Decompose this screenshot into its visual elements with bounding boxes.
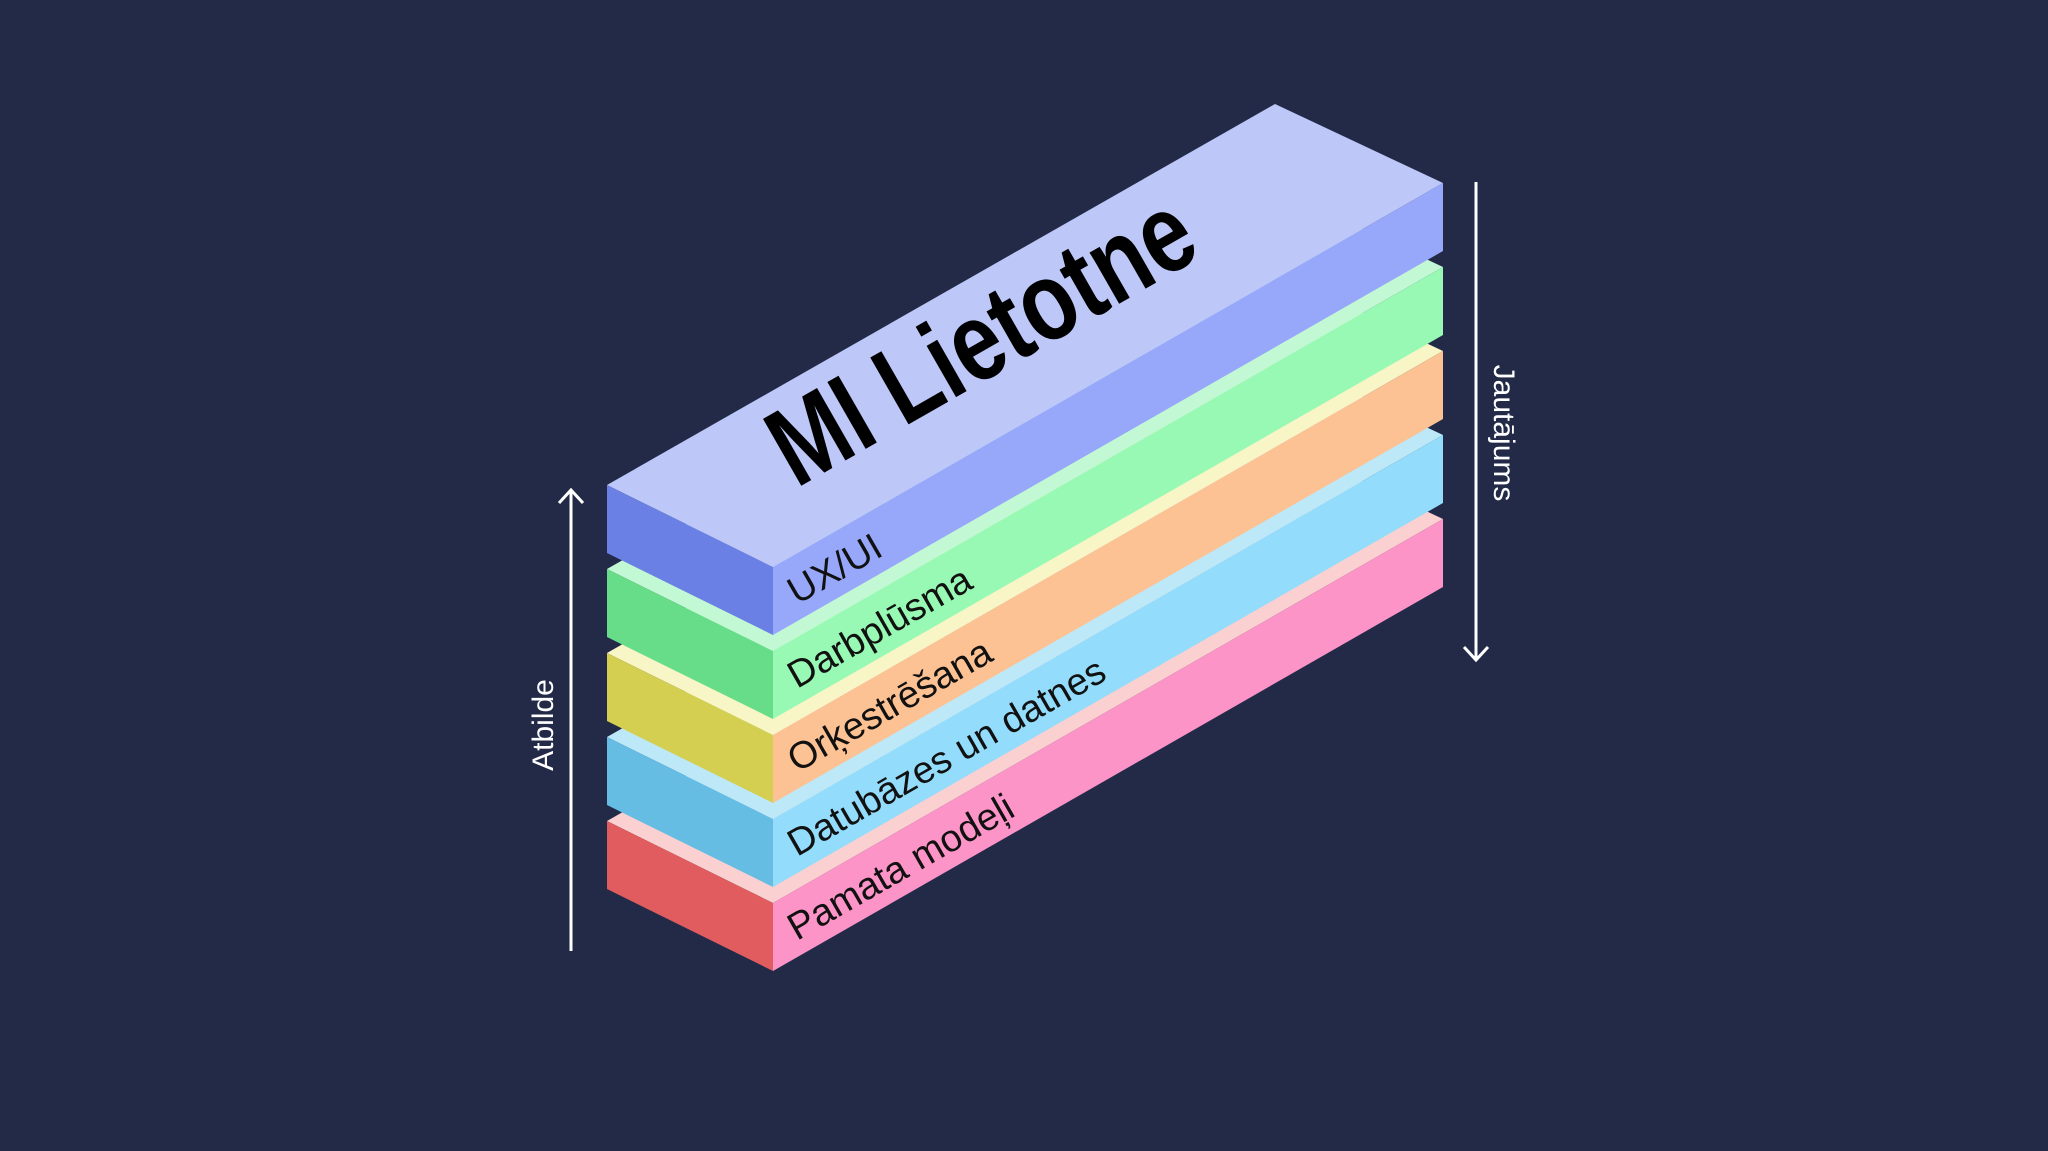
response-arrow: Atbilde (527, 487, 585, 951)
left-face (607, 821, 773, 971)
response-label: Atbilde (527, 679, 560, 771)
left-face (607, 653, 773, 803)
right-face (773, 351, 1443, 803)
query-label: Jautājums (1487, 365, 1520, 502)
right-face (773, 183, 1443, 635)
left-face (607, 569, 773, 719)
arrow-down-icon (1462, 645, 1490, 663)
arrow-up-icon (557, 487, 585, 505)
left-face (607, 485, 773, 635)
right-face (773, 435, 1443, 887)
left-face (607, 737, 773, 887)
query-arrow: Jautājums (1462, 182, 1520, 663)
top-face (607, 104, 1443, 567)
right-face (773, 267, 1443, 719)
layer-0: UX/UI (607, 104, 1443, 635)
right-face (773, 519, 1443, 971)
